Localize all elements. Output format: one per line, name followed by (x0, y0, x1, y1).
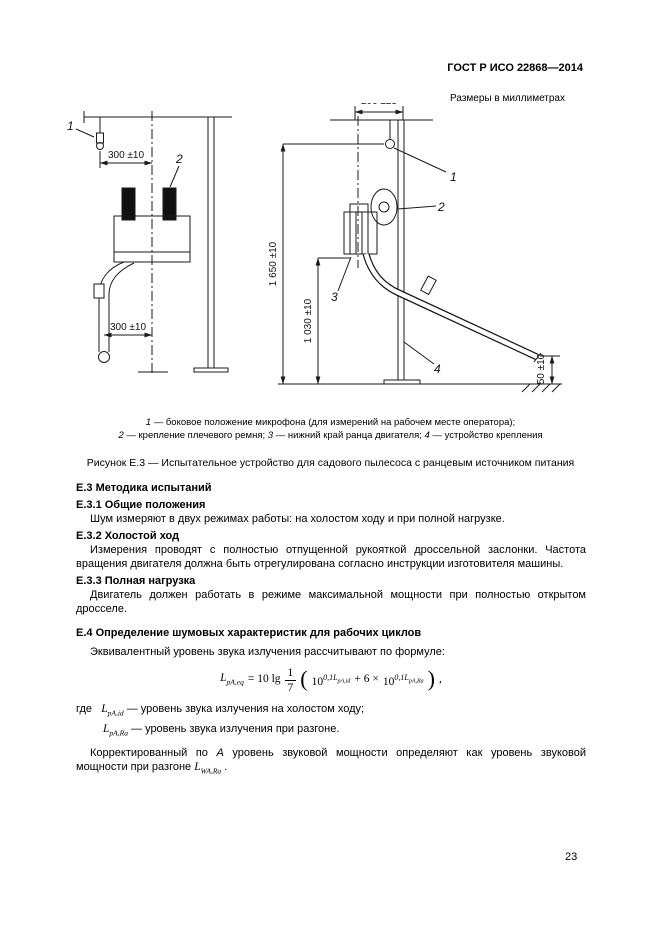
heading-e3: Е.3 Методика испытаний (76, 482, 212, 494)
where-line-2: LpA,Ra — уровень звука излучения при раз… (103, 722, 340, 737)
open-paren: ( (300, 666, 308, 692)
plus-operator: + 6 × (354, 673, 379, 686)
close-paren: ) (427, 666, 435, 692)
paragraph-e3-2: Измерения проводят с полностью отпущенно… (76, 544, 586, 570)
figure-legend: 1 — боковое положение микрофона (для изм… (0, 416, 661, 442)
dim-50: 50 ±10 (536, 353, 547, 384)
legend-num-3: 3 (267, 430, 274, 441)
figure-caption: Рисунок Е.3 — Испытательное устройство д… (86, 457, 575, 469)
legend-line-2: 2 — крепление плечевого ремня; 3 — нижни… (0, 429, 661, 442)
dim-200: 200 ±25 (361, 103, 398, 107)
body-text: Е.3 Методика испытаний Е.3.1 Общие полож… (76, 479, 586, 778)
heading-e3-3: Е.3.3 Полная нагрузка (76, 574, 196, 587)
legend-line-1: 1 — боковое положение микрофона (для изм… (0, 416, 661, 429)
heading-e3-1: Е.3.1 Общие положения (76, 498, 206, 511)
dim-1030: 1 030 ±10 (303, 298, 314, 343)
heading-e4: Е.4 Определение шумовых характеристик дл… (76, 627, 422, 640)
dim-300-bottom: 300 ±10 (110, 322, 147, 333)
left-view (75, 111, 232, 374)
legend-text-4: — устройство крепления (429, 430, 543, 441)
callout-3: 3 (331, 290, 338, 304)
callout-2-right: 2 (437, 200, 445, 214)
legend-text-3: — нижний край ранца двигателя; (273, 430, 425, 441)
closing-paragraph: Корректированный по А уровень звуковой м… (76, 747, 586, 776)
callout-1-right: 1 (450, 170, 457, 184)
legend-text-2: — крепление плечевого ремня; (123, 430, 268, 441)
legend-num-1: 1 (145, 417, 152, 428)
callout-2-left: 2 (175, 152, 183, 166)
paragraph-e4-intro: Эквивалентный уровень звука излучения ра… (90, 645, 445, 658)
legend-num-2: 2 (118, 430, 124, 441)
legend-text-1: — боковое положение микрофона (для измер… (151, 417, 516, 428)
term1: 100,1LpA,id (311, 672, 351, 688)
figure-e3: 300 ±10 300 ±10 200 ±25 1 650 ±10 1 030 … (55, 96, 575, 413)
right-view (278, 106, 562, 393)
where-line-1: где LpA,id — уровень звука излучения на … (76, 702, 365, 717)
callout-1-left: 1 (67, 119, 74, 133)
term2: 100,1LpA,Ra (382, 672, 424, 688)
doc-number: ГОСТ Р ИСО 22868—2014 (447, 62, 583, 74)
equation-operator: = 10 lg (247, 673, 281, 686)
dim-300-top: 300 ±10 (108, 150, 145, 161)
dim-1650: 1 650 ±10 (268, 241, 279, 286)
page-number: 23 (565, 851, 578, 863)
figure-e3-drawing: 300 ±10 300 ±10 200 ±25 1 650 ±10 1 030 … (67, 96, 562, 393)
callout-4: 4 (434, 362, 441, 376)
heading-e3-2: Е.3.2 Холостой ход (76, 529, 180, 542)
paragraph-e3-1: Шум измеряют в двух режимах работы: на х… (90, 513, 505, 526)
legend-num-4: 4 (424, 430, 430, 441)
paragraph-e3-3: Двигатель должен работать в режиме макси… (76, 589, 586, 615)
comma: , (439, 673, 442, 686)
units-note: Размеры в миллиметрах (450, 93, 565, 104)
equation-lhs: LpA,eq (220, 671, 244, 686)
